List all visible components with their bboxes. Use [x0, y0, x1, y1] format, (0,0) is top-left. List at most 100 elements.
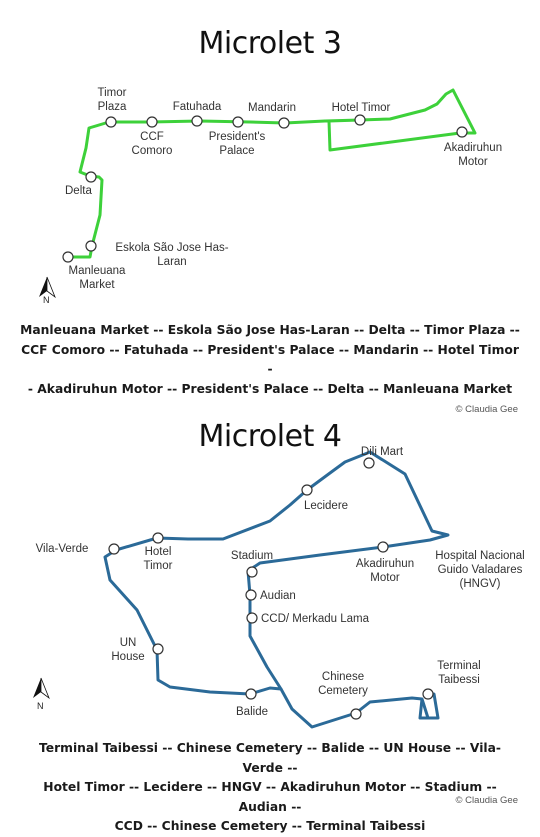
stop-label-audian: Audian [260, 590, 296, 602]
copyright-credit: © Claudia Gee [455, 795, 518, 806]
north-arrow-icon: N [39, 276, 56, 305]
stop-marker-chinese-cemetery [350, 708, 362, 720]
stop-marker-mandarin [278, 117, 290, 129]
stop-label-ccf-comoro: CCF Comoro [132, 131, 173, 157]
microlet-3-route-line [66, 88, 477, 259]
label-line: Plaza [98, 101, 127, 113]
stop-label-vila-verde: Vila-Verde [36, 543, 89, 555]
label-line: Hospital Nacional [435, 550, 525, 562]
stop-label-lecidere: Lecidere [304, 500, 348, 512]
label-line: Motor [370, 572, 400, 584]
copyright-credit: © Claudia Gee [455, 404, 518, 415]
stop-marker-vila-verde [108, 543, 120, 555]
route-summary-line: Terminal Taibessi -- Chinese Cemetery --… [38, 741, 502, 775]
label-line: Cemetery [318, 685, 368, 697]
label-line: Guido Valadares [438, 564, 523, 576]
map-title-microlet-3: Microlet 3 [198, 26, 342, 61]
north-label: N [43, 295, 50, 305]
label-line: Audian [260, 590, 296, 602]
label-line: Balide [236, 706, 268, 718]
label-line: Timor [144, 560, 173, 572]
stop-label-delta: Delta [65, 185, 92, 197]
stop-label-balide: Balide [236, 706, 268, 718]
stop-marker-ccd [246, 612, 258, 624]
stop-label-ccd: CCD/ Merkadu Lama [261, 613, 370, 625]
route-summary-microlet-3: Manleuana Market -- Eskola São Jose Has-… [20, 321, 520, 399]
stop-marker-ccf-comoro [146, 116, 158, 128]
label-line: Comoro [132, 145, 173, 157]
label-line: Eskola São Jose Has- [115, 242, 228, 254]
label-line: Vila-Verde [36, 543, 89, 555]
stop-marker-presidents-palace [232, 116, 244, 128]
stop-marker-hotel-timor [354, 114, 366, 126]
label-line: Chinese [322, 671, 364, 683]
stop-label-fatuhada: Fatuhada [173, 101, 222, 113]
stop-label-mandarin: Mandarin [248, 102, 296, 114]
label-line: Hotel Timor [332, 102, 391, 114]
label-line: Laran [157, 256, 186, 268]
label-line: (HNGV) [460, 578, 501, 590]
label-line: Stadium [231, 550, 273, 562]
route-summary-line: - Akadiruhun Motor -- President's Palace… [27, 381, 513, 396]
stop-label-eskola: Eskola São Jose Has- Laran [115, 242, 228, 268]
stop-marker-dili-mart [363, 457, 375, 469]
stop-marker-lecidere [301, 484, 313, 496]
label-line: CCD/ Merkadu Lama [261, 613, 370, 625]
route-summary-microlet-4: Terminal Taibessi -- Chinese Cemetery --… [20, 739, 520, 837]
label-line: House [111, 651, 144, 663]
label-line: Terminal [437, 660, 480, 672]
label-line: Akadiruhun [444, 142, 502, 154]
stop-marker-delta [85, 171, 97, 183]
stop-marker-akadiruhun-motor [456, 126, 468, 138]
label-line: CCF [140, 131, 164, 143]
map-title-microlet-4: Microlet 4 [198, 419, 342, 454]
route-summary-line: Hotel Timor -- Lecidere -- HNGV -- Akadi… [43, 780, 497, 814]
label-line: UN [120, 637, 137, 649]
stop-marker-un-house [152, 643, 164, 655]
label-line: Lecidere [304, 500, 348, 512]
stop-label-un-house: UN House [111, 637, 144, 663]
label-line: Manleuana [69, 265, 127, 277]
label-line: Delta [65, 185, 92, 197]
label-line: Dili Mart [361, 446, 404, 458]
label-line: Palace [219, 145, 254, 157]
stop-label-stadium: Stadium [231, 550, 273, 562]
stop-marker-audian [245, 589, 257, 601]
route-summary-line: CCD -- Chinese Cemetery -- Terminal Taib… [114, 819, 426, 833]
label-line: Fatuhada [173, 101, 222, 113]
north-label: N [37, 701, 44, 711]
label-line: Motor [458, 156, 488, 168]
stop-label-hotel-timor: Hotel Timor [332, 102, 391, 114]
stop-marker-eskola [85, 240, 97, 252]
north-arrow-icon: N [33, 677, 50, 711]
stop-marker-fatuhada [191, 115, 203, 127]
route-summary-line: Manleuana Market -- Eskola São Jose Has-… [20, 323, 520, 337]
label-line: Taibessi [438, 674, 480, 686]
stop-marker-balide [245, 688, 257, 700]
stop-marker-timor-plaza [105, 116, 117, 128]
stop-marker-akadiruhun-motor-4 [377, 541, 389, 553]
label-line: Mandarin [248, 102, 296, 114]
stop-marker-manleuana-market [62, 251, 74, 263]
label-line: Timor [98, 87, 127, 99]
label-line: Market [79, 279, 115, 291]
label-line: Akadiruhun [356, 558, 414, 570]
stop-label-dili-mart: Dili Mart [361, 446, 404, 458]
label-line: President's [209, 131, 266, 143]
microlet-4-route-line [103, 450, 450, 729]
stop-marker-stadium [246, 566, 258, 578]
label-line: Hotel [145, 546, 172, 558]
stop-marker-terminal-taibessi [422, 688, 434, 700]
